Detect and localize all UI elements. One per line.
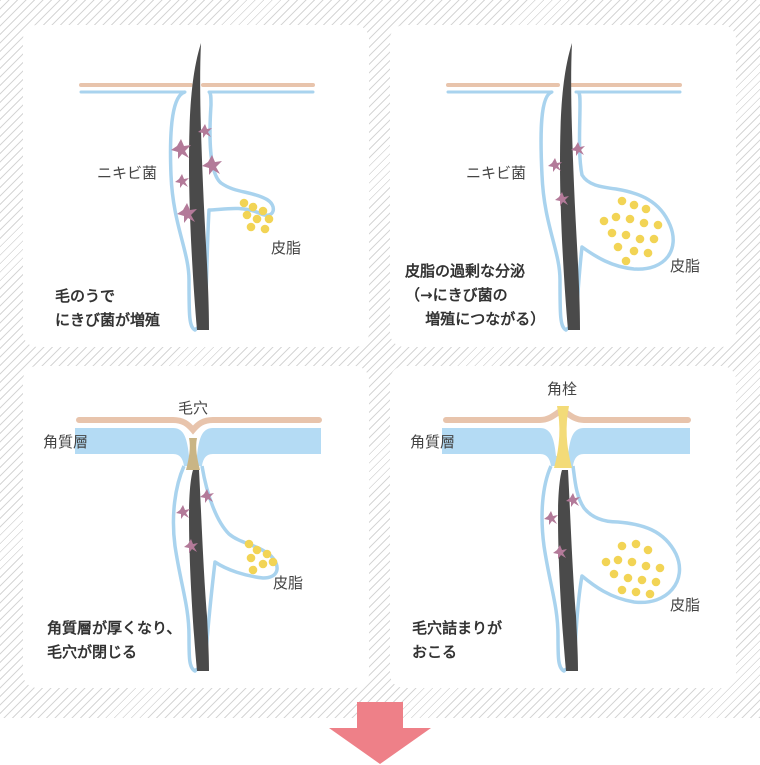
down-arrow-icon	[329, 702, 431, 764]
panel-caption: 毛穴詰まりが おこる	[412, 619, 503, 661]
panel-caption: 皮脂の過剰な分泌 （→にきび菌の 増殖につながる）	[405, 262, 546, 328]
panel-excess-sebum: ニキビ菌 皮脂 皮脂の過剰な分泌 （→にきび菌の 増殖につながる）	[390, 25, 736, 347]
label-stratum-corneum: 角質層	[410, 433, 456, 451]
label-keratin-plug: 角栓	[547, 380, 578, 398]
label-acne-bacteria: ニキビ菌	[97, 164, 158, 182]
panel-pore-closing: 毛穴 角質層 皮脂 角質層が厚くなり、 毛穴が閉じる	[23, 366, 369, 688]
panel-caption: 角質層が厚くなり、 毛穴が閉じる	[47, 619, 182, 661]
follicle-diagram	[79, 43, 315, 332]
label-sebum: 皮脂	[273, 574, 304, 592]
label-stratum-corneum: 角質層	[43, 433, 89, 451]
follicle-diagram	[446, 43, 682, 332]
label-acne-bacteria: ニキビ菌	[466, 164, 527, 182]
label-sebum: 皮脂	[271, 239, 302, 257]
panel-caption: 毛のうで にきび菌が増殖	[55, 287, 161, 329]
label-sebum: 皮脂	[670, 257, 701, 275]
panel-bacteria-growth: ニキビ菌 皮脂 毛のうで にきび菌が増殖	[23, 25, 369, 347]
follicle-diagram	[442, 406, 691, 673]
label-sebum: 皮脂	[670, 596, 701, 614]
label-pore: 毛穴	[178, 399, 209, 417]
panel-pore-clogging: 角栓 角質層 皮脂 毛穴詰まりが おこる	[390, 366, 736, 688]
follicle-diagram	[75, 417, 322, 673]
